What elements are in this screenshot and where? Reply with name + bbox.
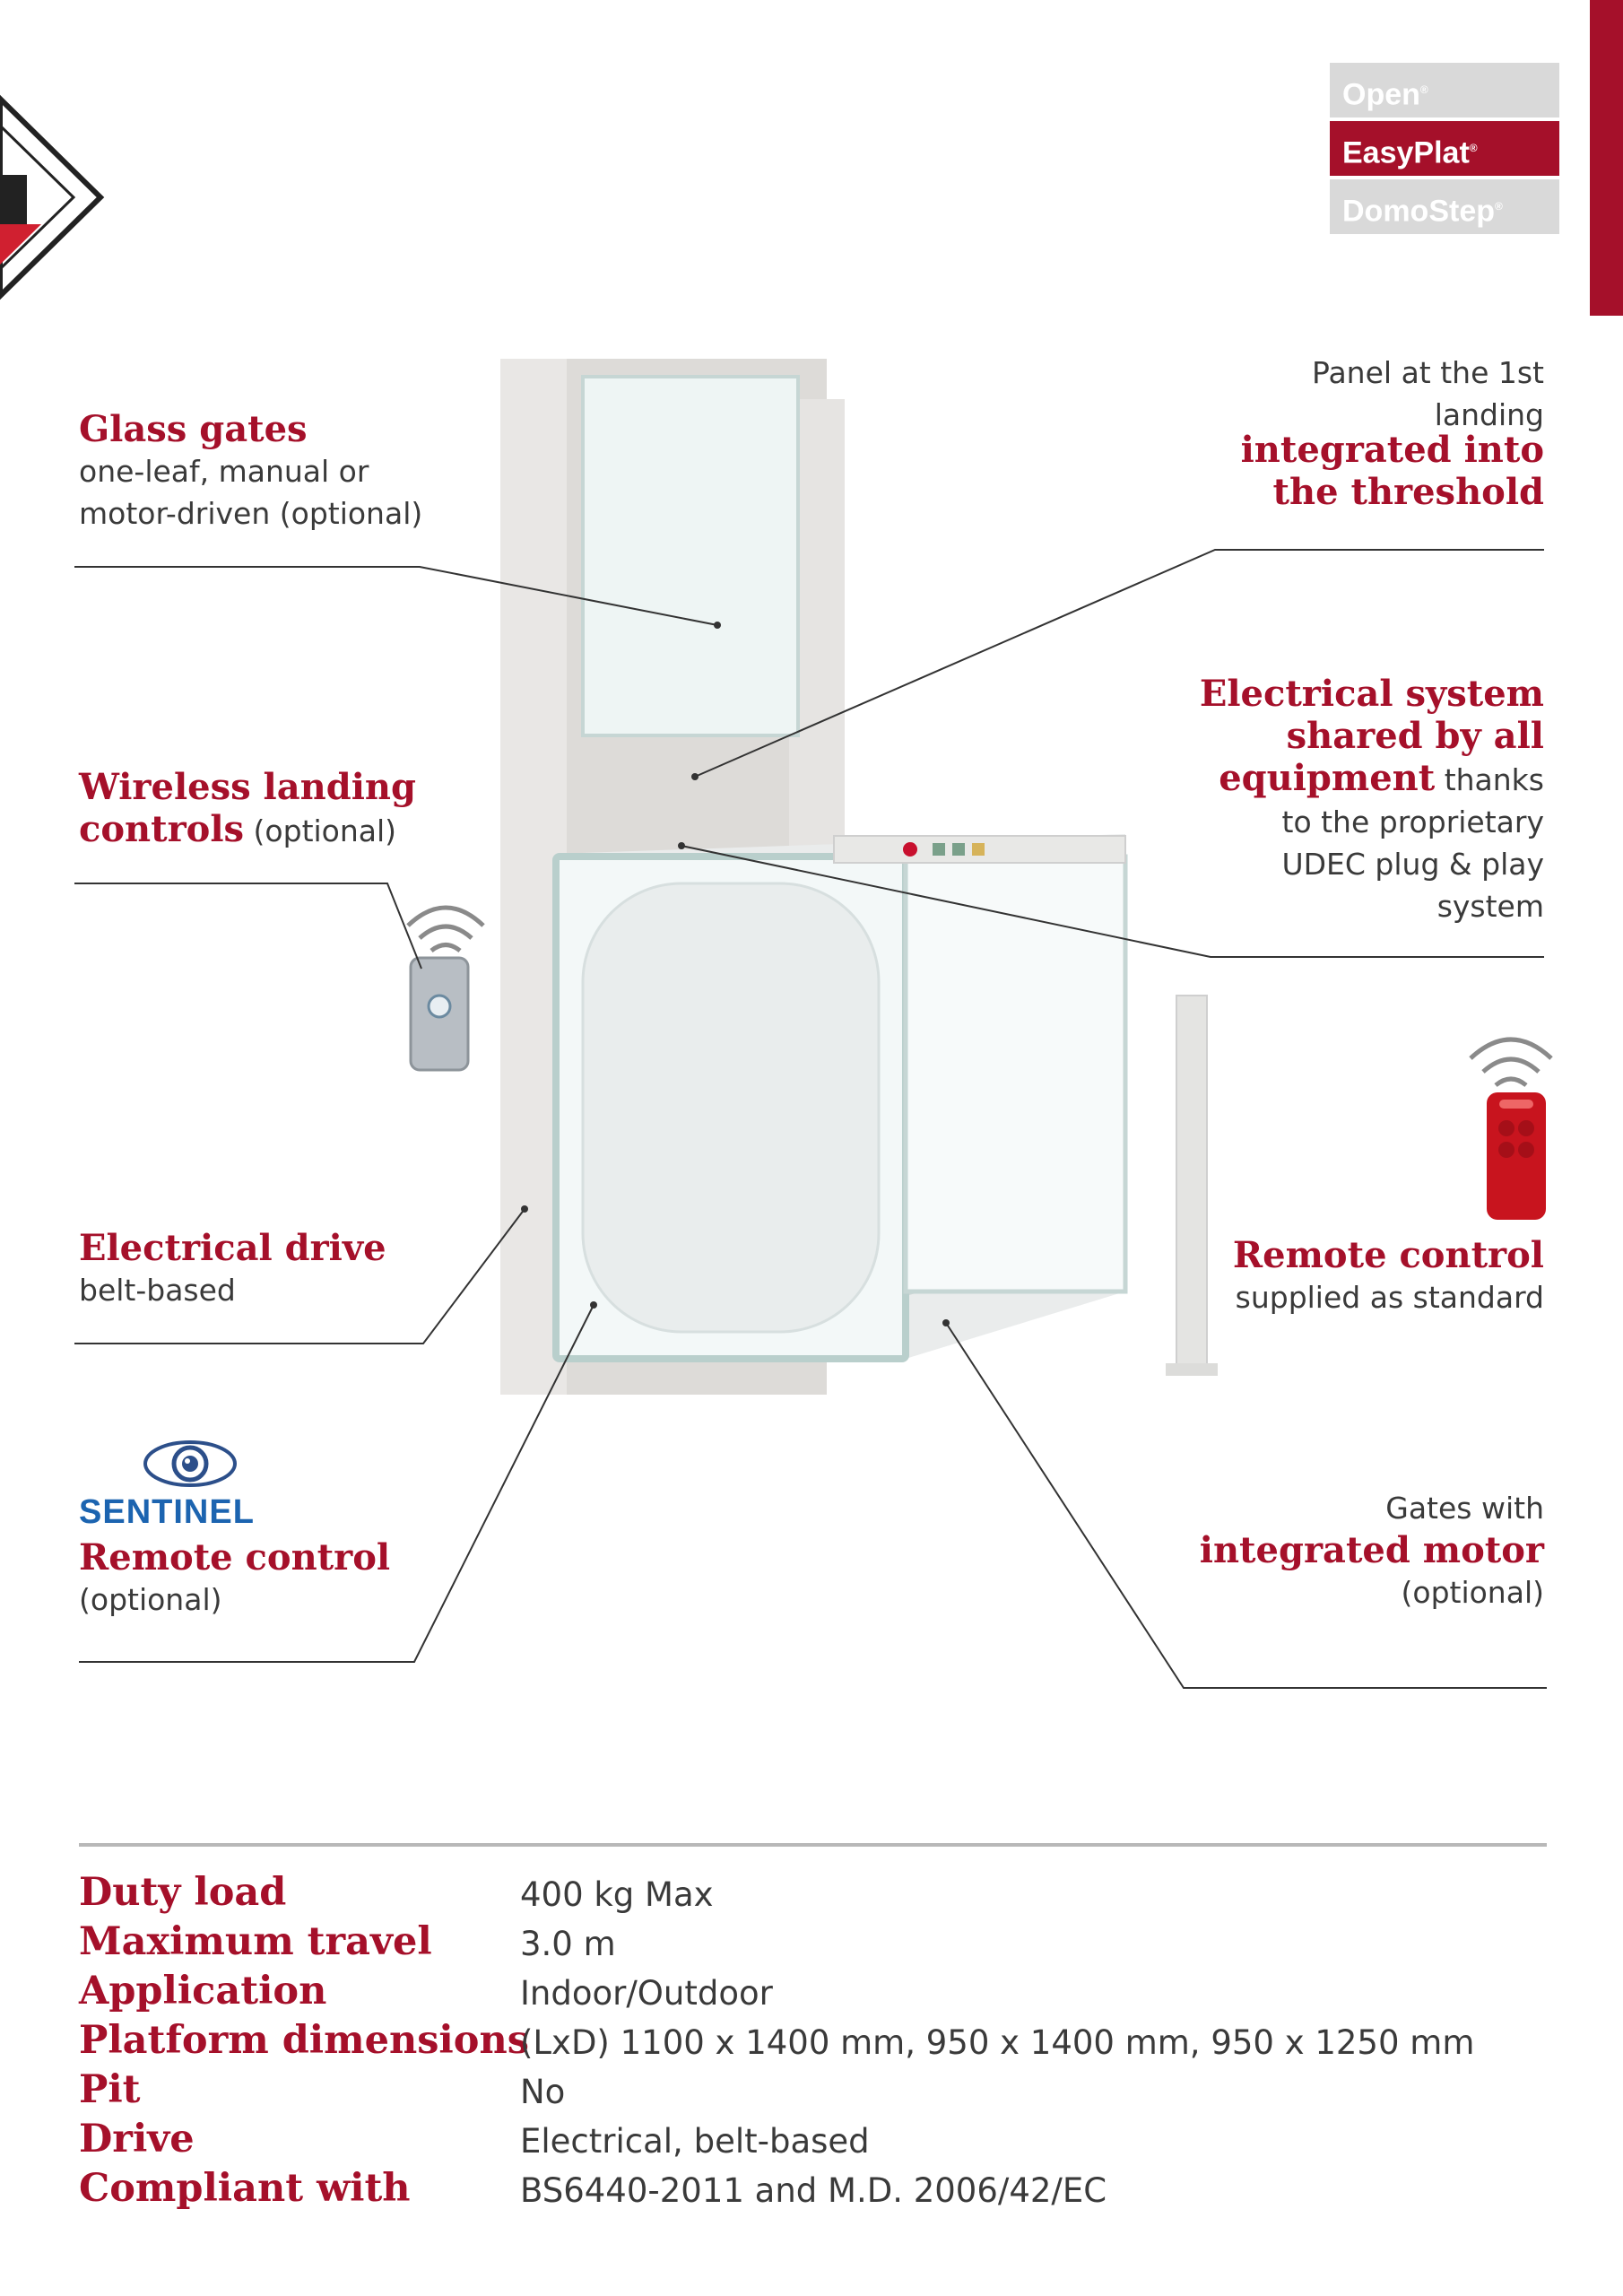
label-panel-threshold: Panel at the 1st landing integrated into…	[1240, 355, 1544, 513]
label-electrical-drive: Electrical drive belt-based	[79, 1227, 386, 1308]
tab-domostep[interactable]: DomoStep®	[1330, 179, 1559, 234]
sentinel-logo: SENTINEL	[79, 1437, 312, 1530]
landing-post	[1176, 995, 1208, 1373]
red-remote-control-icon	[1469, 1037, 1553, 1220]
label-gates-motor: Gates with integrated motor (optional)	[1199, 1491, 1544, 1610]
product-illustration	[74, 359, 1553, 1689]
leader-lines	[74, 549, 1547, 1689]
label-remote-control: Remote control supplied as standard	[1232, 1234, 1544, 1315]
product-tabs: Open® EasyPlat® DomoStep®	[1330, 63, 1559, 238]
label-wireless-controls: Wireless landing controls (optional)	[79, 766, 416, 850]
upper-glass-gate	[581, 375, 800, 737]
eye-icon	[143, 1440, 237, 1487]
tab-easyplat[interactable]: EasyPlat®	[1330, 121, 1559, 176]
tab-open[interactable]: Open®	[1330, 63, 1559, 117]
label-electrical-system: Electrical system shared by all equipmen…	[1199, 673, 1544, 924]
brand-logo-icon	[0, 94, 105, 300]
label-sentinel-remote: Remote control (optional)	[79, 1536, 391, 1617]
section-marker	[1590, 0, 1623, 316]
label-glass-gates: Glass gates one-leaf, manual or motor-dr…	[79, 408, 423, 531]
wireless-landing-button-icon	[406, 905, 485, 1072]
specs-divider	[79, 1843, 1547, 1847]
